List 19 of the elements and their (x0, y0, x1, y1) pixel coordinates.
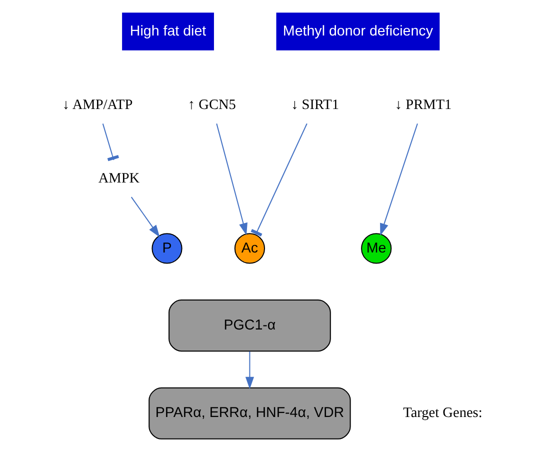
arrow (244, 350, 254, 389)
arrow (380, 122, 418, 236)
connector (250, 122, 307, 236)
node-text: ↓ SIRT1 (290, 96, 339, 112)
arrow (130, 196, 160, 237)
label: Target Genes: (402, 404, 482, 421)
node-text: AMPK (98, 170, 140, 186)
node-text: ↓ PRMT1 (394, 96, 452, 112)
connector (102, 123, 118, 161)
node-text: ↑ GCN5 (187, 96, 236, 112)
node-text: ↓ AMP/ATP (62, 96, 132, 112)
node-circle: Ac (234, 232, 265, 264)
node-box: PGC1-α (168, 299, 330, 352)
node-box: Methyl donor deficiency (276, 12, 440, 50)
arrow (216, 123, 247, 235)
node-circle: Me (360, 232, 392, 264)
node-circle: P (151, 232, 182, 264)
node-box: PPARα, ERRα, HNF-4α, VDR (148, 386, 350, 439)
node-box: High fat diet (122, 12, 214, 50)
